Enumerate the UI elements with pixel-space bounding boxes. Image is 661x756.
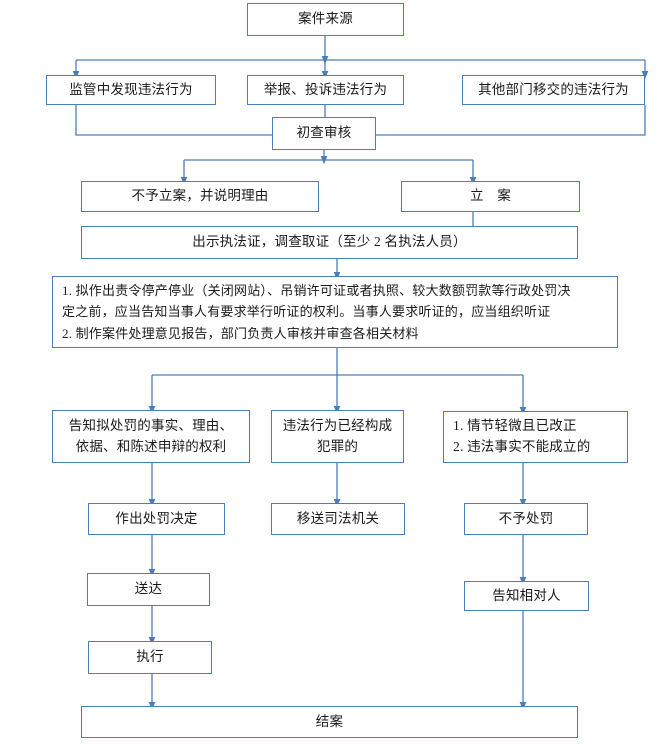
node-hearing-notice[interactable]: 1. 拟作出责令停产停业（关闭网站）、吊销许可证或者执照、较大数额罚款等行政处罚… <box>52 276 618 348</box>
node-close-case[interactable]: 结案 <box>81 706 578 738</box>
node-source-transfer-label: 其他部门移交的违法行为 <box>478 81 629 97</box>
node-no-penalty-label: 不予处罚 <box>498 510 554 526</box>
node-notify-party-label: 告知相对人 <box>492 587 561 603</box>
node-make-penalty-decision[interactable]: 作出处罚决定 <box>88 503 225 535</box>
node-case-filing-label: 立 案 <box>469 188 512 204</box>
node-branch-crime[interactable]: 违法行为已经构成 犯罪的 <box>271 410 404 463</box>
edge-supervision-to-review <box>75 105 272 136</box>
node-case-filing[interactable]: 立 案 <box>401 181 580 212</box>
node-hearing-notice-line3: 2. 制作案件处理意见报告，部门负责人审核并审查各相关材料 <box>62 325 419 341</box>
node-branch-no-penalty-condition-line1: 1. 情节轻微且已改正 <box>453 418 577 434</box>
node-evidence-collection-label: 出示执法证，调查取证（至少 2 名执法人员） <box>192 234 467 250</box>
node-execute[interactable]: 执行 <box>88 641 212 674</box>
node-make-penalty-decision-label: 作出处罚决定 <box>115 510 198 526</box>
node-serve-document-label: 送达 <box>134 581 163 597</box>
node-branch-crime-line2: 犯罪的 <box>316 438 359 454</box>
node-preliminary-review-label: 初查审核 <box>296 125 352 141</box>
node-transfer-judicial[interactable]: 移送司法机关 <box>271 503 405 535</box>
node-source-report[interactable]: 举报、投诉违法行为 <box>247 75 404 105</box>
node-branch-no-penalty-condition[interactable]: 1. 情节轻微且已改正 2. 违法事实不能成立的 <box>443 411 628 463</box>
node-source-report-label: 举报、投诉违法行为 <box>263 81 388 97</box>
node-preliminary-review[interactable]: 初查审核 <box>272 117 376 150</box>
node-execute-label: 执行 <box>136 649 164 665</box>
node-evidence-collection[interactable]: 出示执法证，调查取证（至少 2 名执法人员） <box>81 226 578 259</box>
node-no-penalty[interactable]: 不予处罚 <box>464 503 588 535</box>
edge-transfer-to-review <box>375 105 646 136</box>
node-close-case-label: 结案 <box>315 713 344 729</box>
node-case-source-label: 案件来源 <box>298 11 353 27</box>
node-source-supervision[interactable]: 监管中发现违法行为 <box>46 75 216 105</box>
node-notify-party[interactable]: 告知相对人 <box>464 581 589 611</box>
node-case-source[interactable]: 案件来源 <box>247 3 404 36</box>
node-source-supervision-label: 监管中发现违法行为 <box>69 81 193 97</box>
node-hearing-notice-line1: 1. 拟作出责令停产停业（关闭网站）、吊销许可证或者执照、较大数额罚款等行政处罚… <box>62 283 571 299</box>
node-branch-notice-rights[interactable]: 告知拟处罚的事实、理由、 依据、和陈述申辩的权利 <box>52 410 250 463</box>
node-branch-no-penalty-condition-line2: 2. 违法事实不能成立的 <box>453 439 591 454</box>
node-source-transfer[interactable]: 其他部门移交的违法行为 <box>462 75 645 105</box>
node-branch-notice-rights-line2: 依据、和陈述申辩的权利 <box>75 438 227 454</box>
node-hearing-notice-line2: 定之前，应当告知当事人有要求举行听证的权利。当事人要求听证的，应当组织听证 <box>62 304 551 320</box>
node-no-case-filing[interactable]: 不予立案，并说明理由 <box>81 181 319 212</box>
node-branch-notice-rights-line1: 告知拟处罚的事实、理由、 <box>68 417 234 433</box>
node-branch-crime-line1: 违法行为已经构成 <box>282 417 393 433</box>
node-transfer-judicial-label: 移送司法机关 <box>296 510 380 526</box>
node-serve-document[interactable]: 送达 <box>87 573 210 606</box>
node-no-case-filing-label: 不予立案，并说明理由 <box>131 188 269 204</box>
